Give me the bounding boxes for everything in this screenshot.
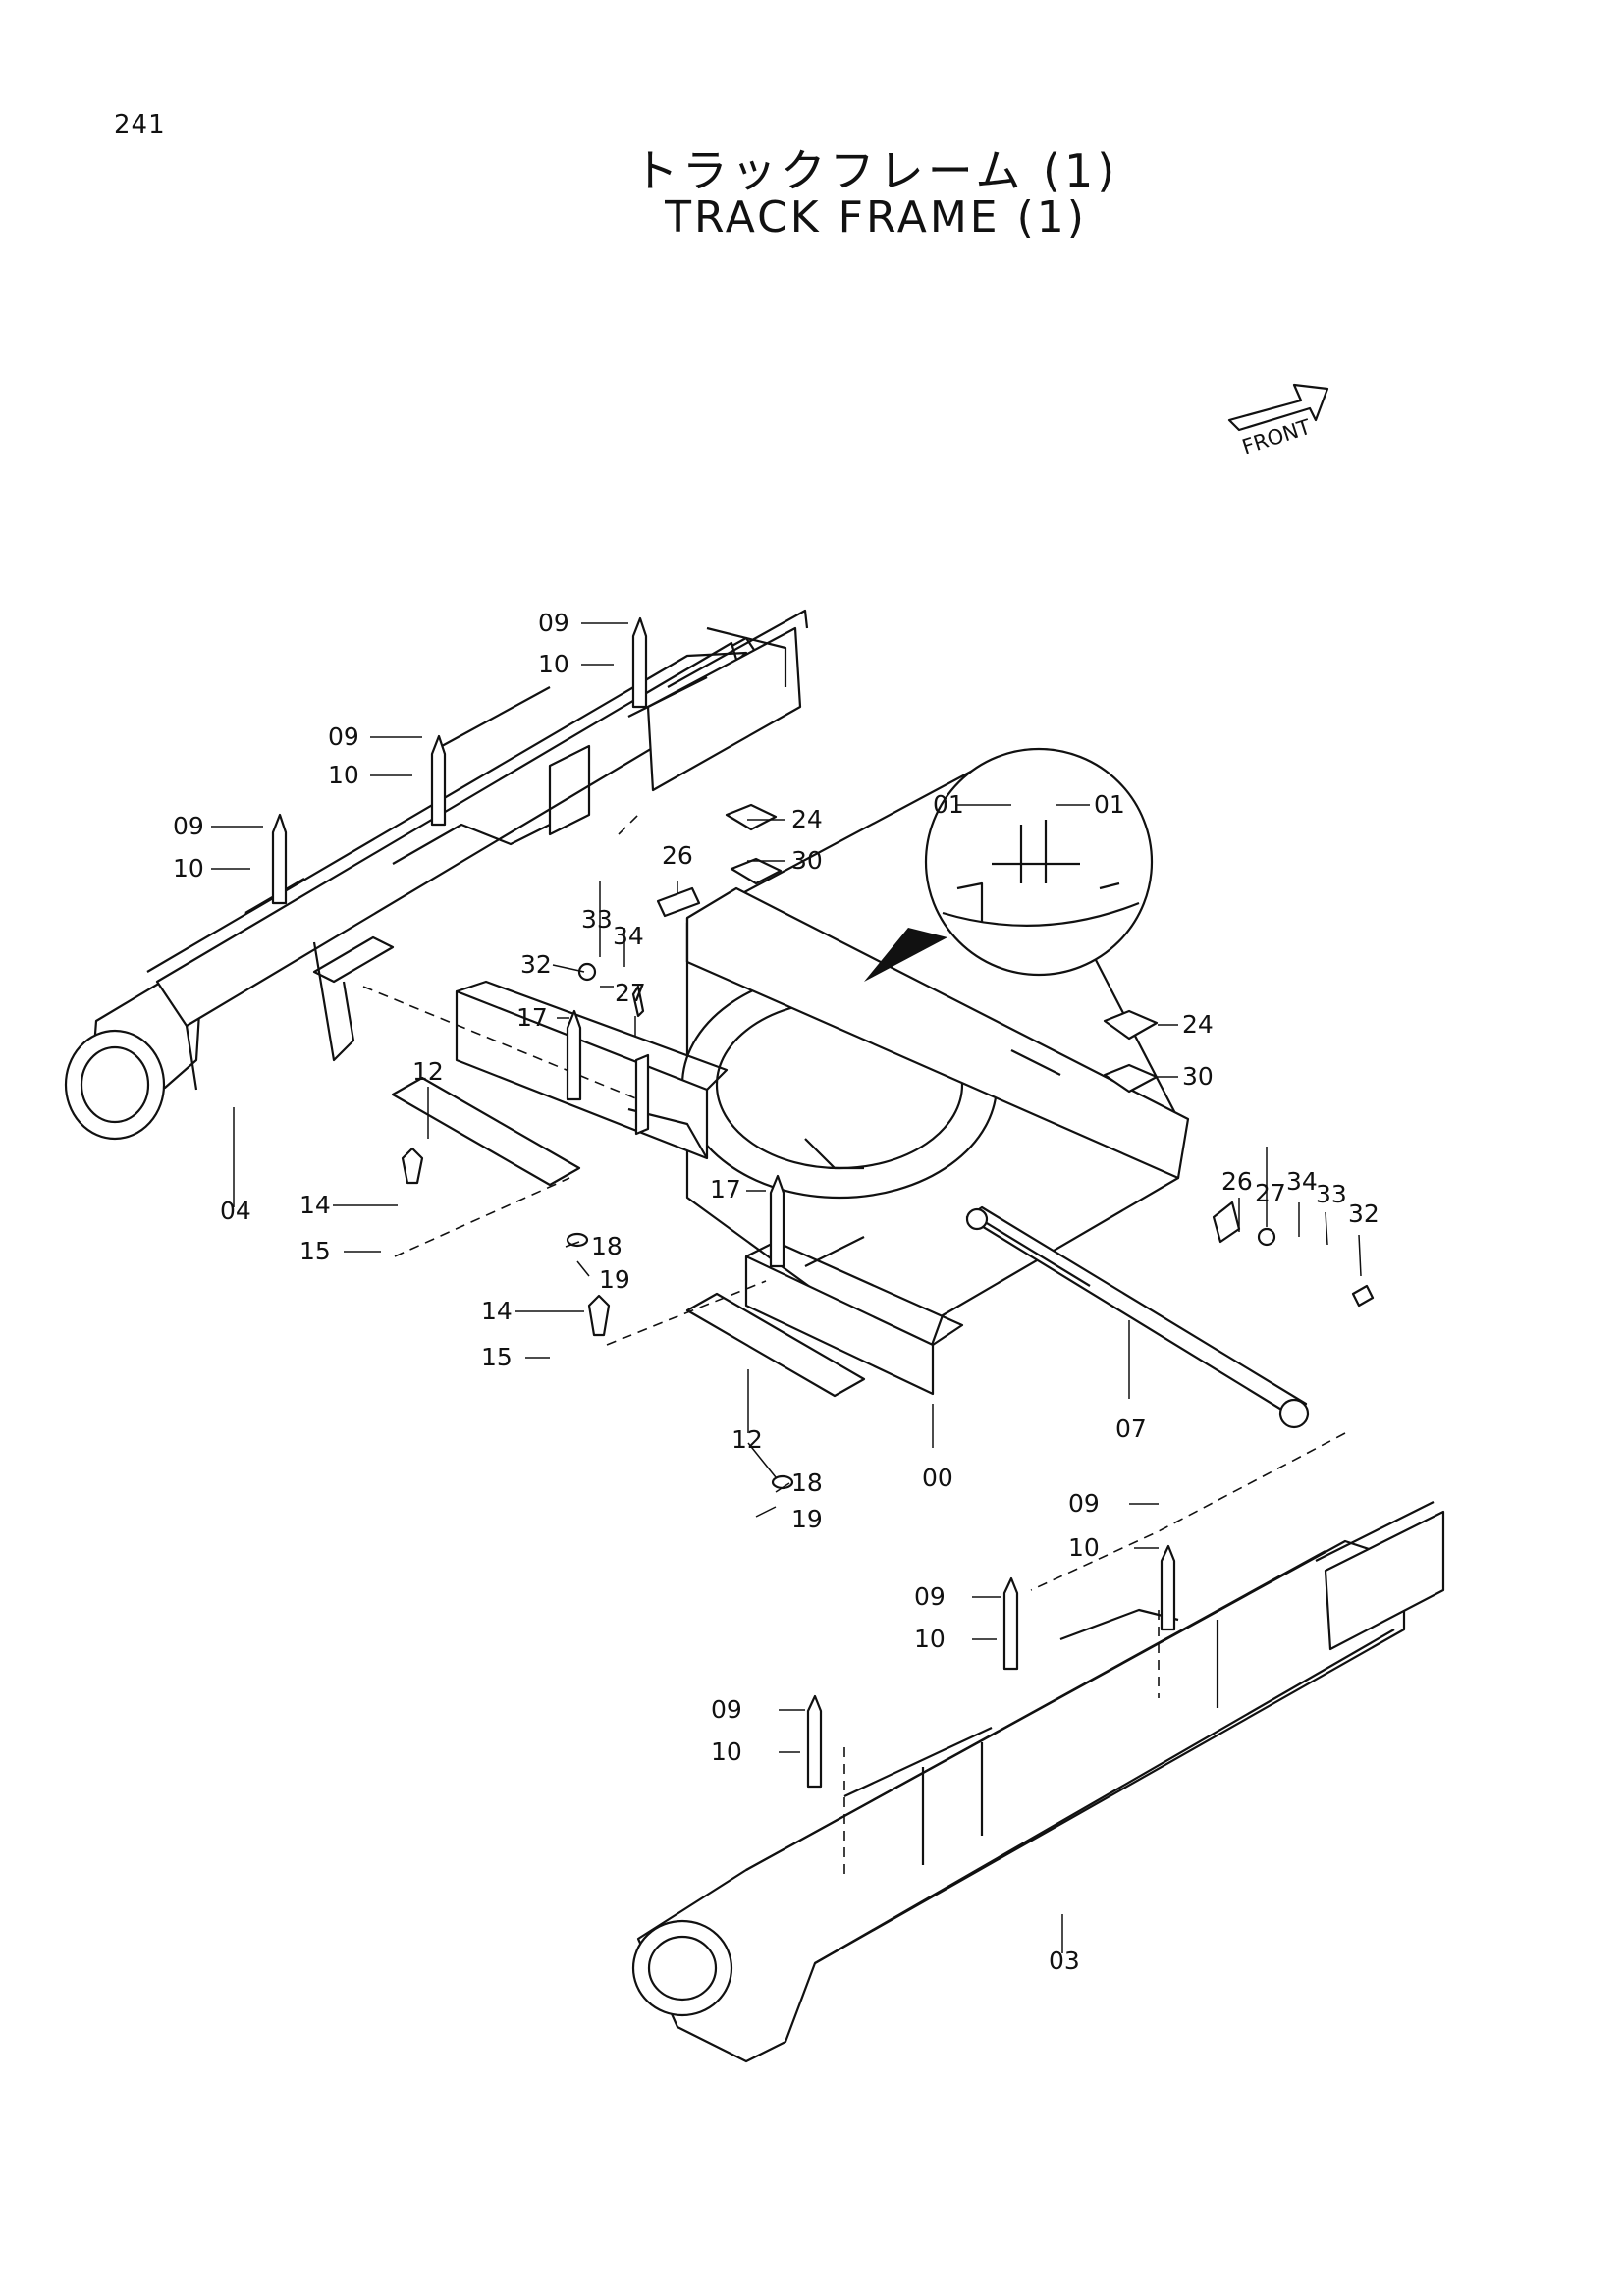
part-ref-10: 10 (173, 854, 204, 882)
part-ref-07: 07 (1115, 1415, 1147, 1443)
page-title-japanese: トラックフレーム (1) (632, 144, 1119, 197)
part-ref-17: 17 (516, 1003, 548, 1032)
part-ref-01: 01 (1094, 790, 1125, 819)
part-ref-12: 12 (731, 1425, 763, 1454)
part-ref-12: 12 (412, 1057, 444, 1086)
left-track-frame (64, 609, 809, 1141)
part-ref-33: 33 (1316, 1180, 1347, 1208)
part-ref-30: 30 (1182, 1062, 1214, 1091)
part-ref-34: 34 (613, 922, 644, 950)
part-ref-01: 01 (933, 790, 964, 819)
part-ref-14: 14 (481, 1297, 513, 1325)
part-ref-19: 19 (791, 1505, 823, 1533)
part-ref-18: 18 (791, 1468, 823, 1497)
front-arrow-label: FRONT (1239, 415, 1314, 459)
front-arrow-indicator: FRONT (1227, 383, 1329, 459)
part-ref-17: 17 (710, 1175, 741, 1203)
part-ref-34: 34 (1286, 1167, 1318, 1196)
part-ref-10: 10 (914, 1625, 946, 1653)
part-ref-18: 18 (591, 1232, 623, 1260)
part-ref-26: 26 (1221, 1167, 1253, 1196)
center-frame-right-member (685, 886, 1190, 1180)
part-ref-03: 03 (1049, 1947, 1080, 1975)
part-ref-30: 30 (791, 846, 823, 875)
part-ref-33: 33 (581, 905, 613, 934)
part-ref-10: 10 (538, 650, 569, 678)
part-ref-04: 04 (220, 1197, 251, 1225)
part-ref-09: 09 (711, 1695, 742, 1724)
part-ref-27: 27 (615, 979, 646, 1007)
part-ref-09: 09 (914, 1582, 946, 1611)
part-ref-09: 09 (1068, 1489, 1100, 1518)
part-ref-32: 32 (520, 950, 552, 979)
part-ref-32: 32 (1348, 1200, 1380, 1228)
page-title-english: TRACK FRAME (1) (665, 192, 1087, 242)
part-ref-14: 14 (299, 1191, 331, 1219)
part-ref-09: 09 (328, 722, 359, 751)
leader-lines (211, 622, 1362, 1953)
slide-plate-upper (391, 1076, 581, 1187)
part-ref-09: 09 (173, 812, 204, 840)
right-track-frame (631, 1501, 1445, 2063)
part-ref-26: 26 (662, 841, 693, 870)
slide-plate-lower (685, 1292, 866, 1398)
part-ref-00: 00 (922, 1464, 953, 1492)
assembly-lines (362, 814, 1346, 1875)
part-ref-27: 27 (1255, 1179, 1286, 1207)
part-ref-24: 24 (1182, 1010, 1214, 1039)
part-ref-19: 19 (599, 1265, 630, 1294)
part-ref-09: 09 (538, 609, 569, 637)
part-ref-10: 10 (711, 1737, 742, 1766)
track-adjuster-cylinder (965, 1205, 1310, 1429)
page-number: 241 (114, 110, 166, 139)
part-ref-10: 10 (1068, 1533, 1100, 1562)
part-ref-24: 24 (791, 805, 823, 833)
part-ref-10: 10 (328, 761, 359, 789)
part-ref-15: 15 (299, 1237, 331, 1265)
part-ref-15: 15 (481, 1343, 513, 1371)
reference-numbers: 09 10 09 10 09 10 24 30 26 33 34 32 17 2… (173, 609, 1380, 1975)
